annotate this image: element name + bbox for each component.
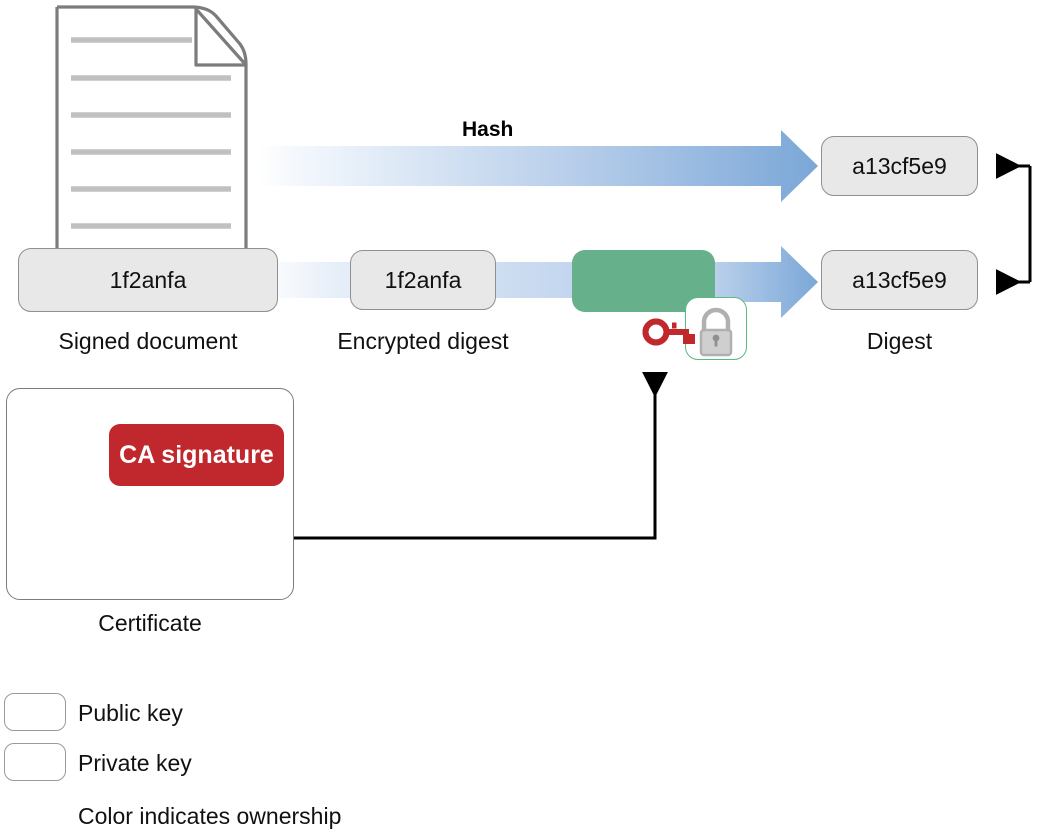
legend-public-key-label: Public key (78, 700, 183, 726)
legend-private-key-chip (4, 743, 66, 781)
ca-signature-badge: CA signature (109, 424, 284, 486)
decrypt-operation-box (572, 250, 715, 312)
certificate-frame[interactable] (6, 388, 294, 600)
signed-document-digest-box[interactable]: 1f2anfa (18, 248, 278, 312)
legend-private-key-label: Private key (78, 750, 192, 776)
hash-flow-arrow (258, 130, 818, 202)
public-key-icon-decrypt-glyph (642, 318, 695, 346)
digest-top-box[interactable]: a13cf5e9 (821, 136, 978, 196)
encrypted-digest-box[interactable]: 1f2anfa (350, 250, 496, 310)
padlock-icon-glyph (699, 307, 733, 357)
document-with-folded-corner-icon (55, 5, 248, 262)
certificate-caption: Certificate (98, 610, 202, 636)
legend-ownership-note: Color indicates ownership (78, 803, 342, 829)
hash-flow-label: Hash (462, 118, 514, 141)
compare-bracket-arrows (996, 153, 1032, 295)
legend-public-key-chip (4, 693, 66, 731)
digest-bottom-box[interactable]: a13cf5e9 (821, 250, 978, 310)
encrypted-digest-caption: Encrypted digest (337, 328, 509, 354)
signed-document-caption: Signed document (58, 328, 238, 354)
digest-bottom-caption: Digest (866, 328, 933, 354)
